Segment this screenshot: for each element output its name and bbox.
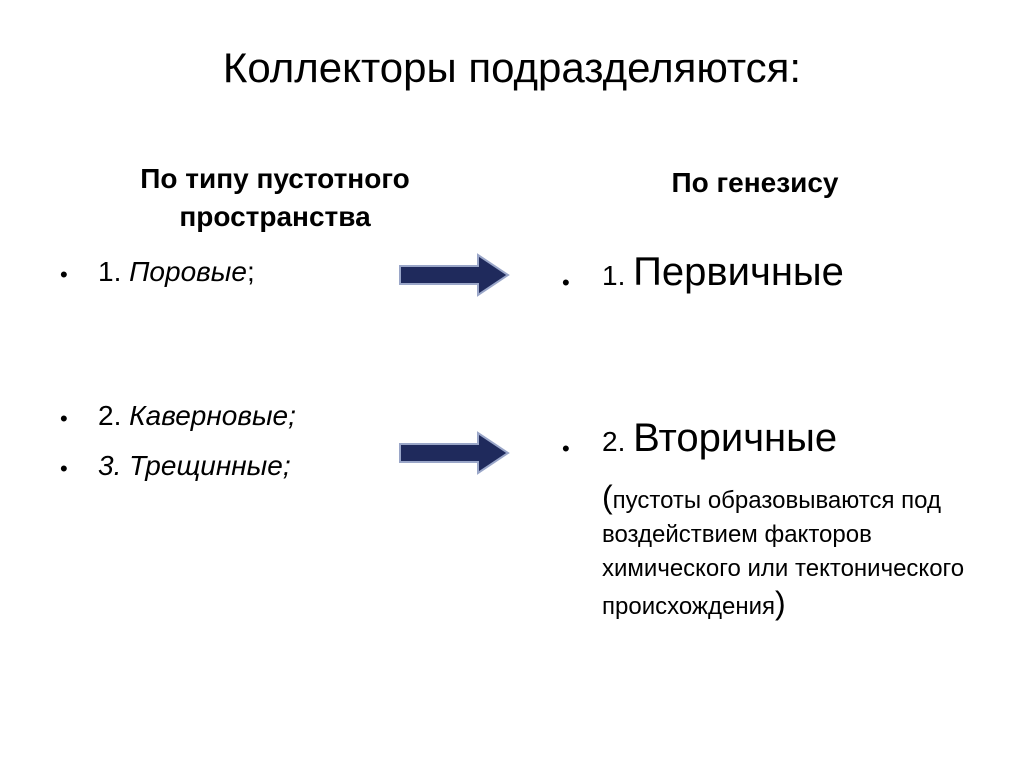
secondary-note: (пустоты образовываются под воздействием… <box>602 480 982 624</box>
left-item-1-content: 1. Поровые; <box>98 254 255 290</box>
left-item-1-number: 1. <box>98 256 130 287</box>
note-open-paren: ( <box>602 479 613 515</box>
left-item-3-content: 3. Трещинные; <box>98 448 291 484</box>
left-item-3-text: 3. Трещинные; <box>98 450 291 481</box>
note-close-paren: ) <box>774 585 786 621</box>
bullet-icon: • <box>60 456 68 481</box>
right-arrow-icon <box>399 431 510 475</box>
bullet-icon: • <box>60 406 68 431</box>
right-item-1-content: 1. Первичные <box>602 250 844 295</box>
right-item-1-text: Первичные <box>633 250 844 294</box>
right-item-2-text: Вторичные <box>633 416 838 460</box>
left-item-2-number: 2. <box>98 400 130 431</box>
right-column-heading: По генезису <box>671 167 839 198</box>
left-item-2-text: Каверновые; <box>129 400 296 431</box>
right-item-1-number: 1. <box>602 260 634 291</box>
bullet-icon: • <box>562 436 570 461</box>
slide-title: Коллекторы подразделяются: <box>222 44 802 91</box>
right-arrow-icon <box>399 253 510 297</box>
left-item-2-content: 2. Каверновые; <box>98 398 296 434</box>
bullet-icon: • <box>562 270 570 295</box>
note-text: пустоты образовываются под воздействием … <box>602 487 965 620</box>
left-item-1-suffix: ; <box>246 256 255 287</box>
left-item-1-text: Поровые <box>129 256 247 287</box>
right-item-2-content: 2. Вторичные <box>602 416 837 461</box>
right-item-2-number: 2. <box>602 426 634 457</box>
bullet-icon: • <box>60 262 68 287</box>
left-column-heading: По типу пустотного пространства <box>140 163 410 232</box>
